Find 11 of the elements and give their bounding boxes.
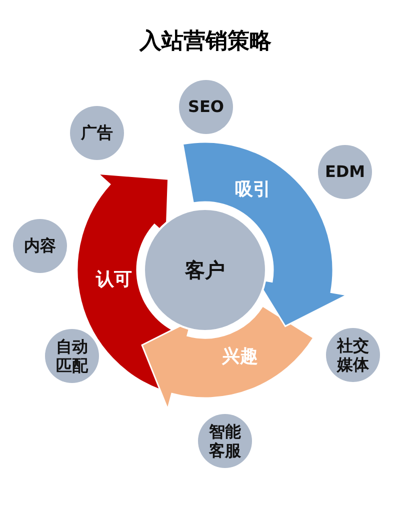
arc-label: 吸引 [234,178,272,202]
topic-circle: 社交媒体 [326,328,380,382]
arc-label: 认可 [94,268,133,292]
topic-circle: 智能客服 [198,414,252,468]
arc-label: 兴趣 [220,345,259,369]
topic-circle: 内容 [13,219,67,273]
topic-circle: 广告 [70,106,124,160]
topic-circle: EDM [318,145,372,199]
topic-circle: 自动匹配 [45,329,99,383]
topic-circle: SEO [179,80,233,134]
title: 入站营销策略 [138,28,272,56]
